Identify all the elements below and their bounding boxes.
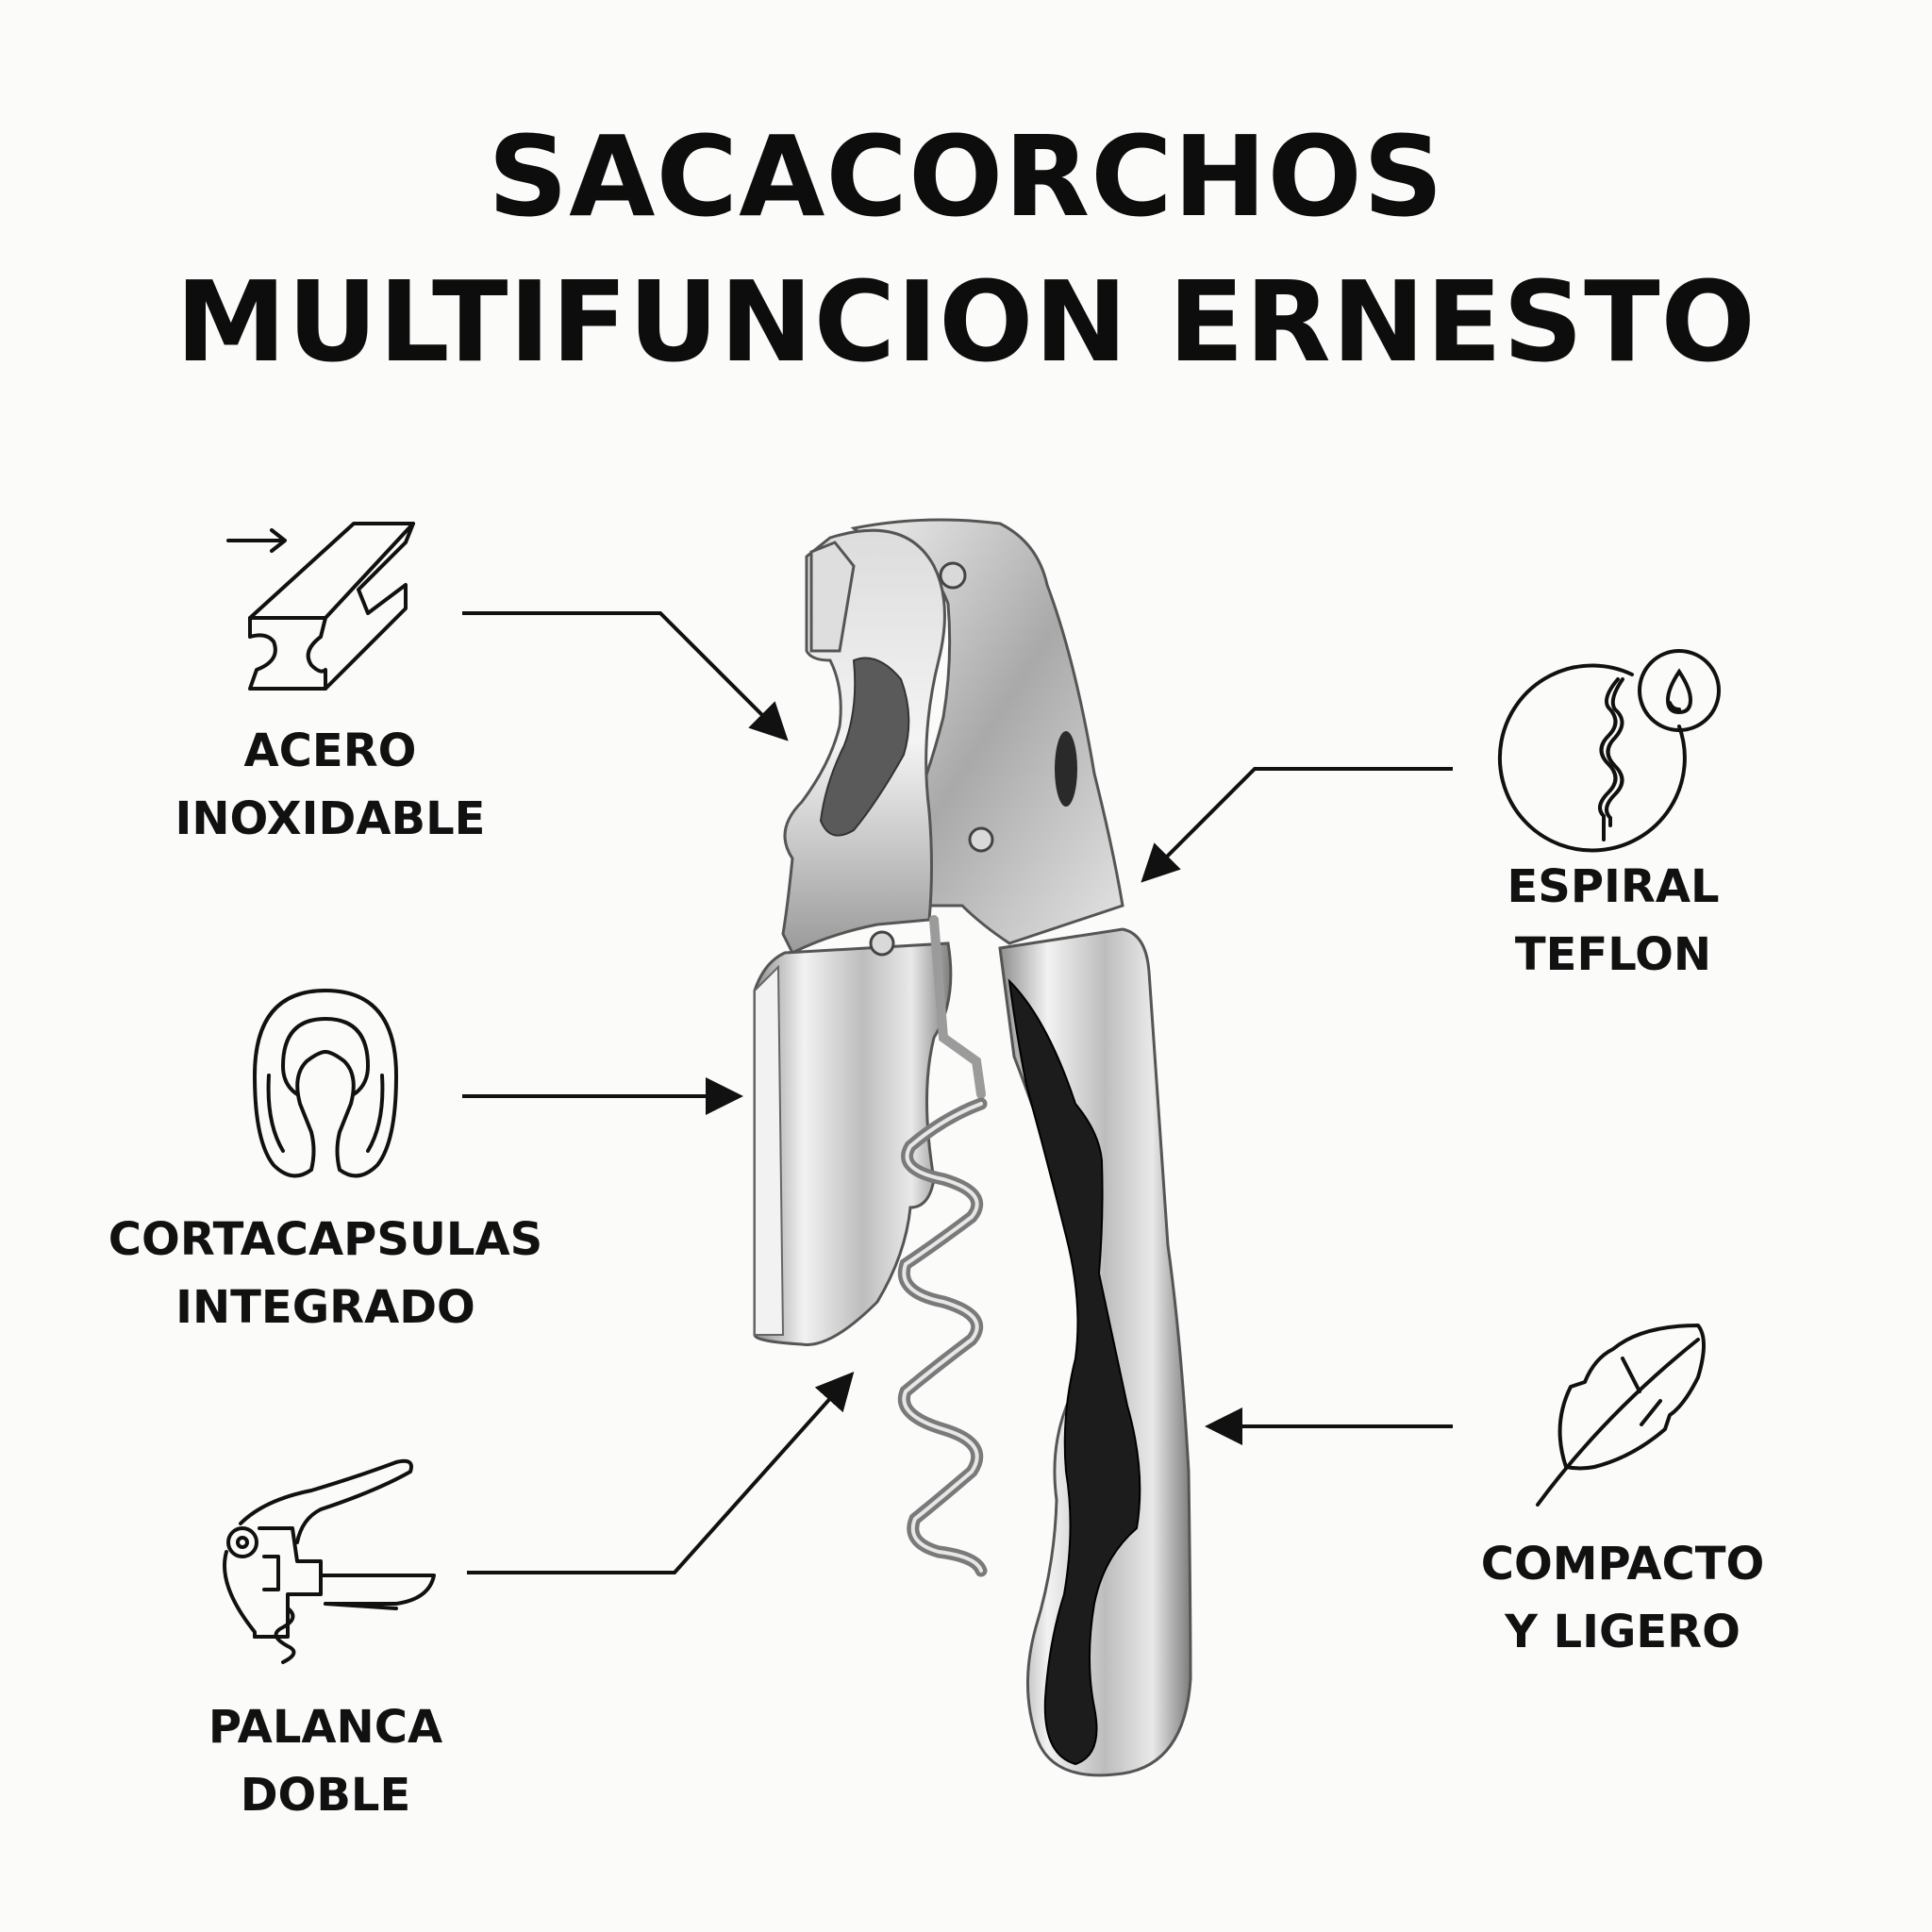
feather-icon [1536,1324,1706,1507]
steel-beam-icon [226,522,415,691]
teflon-spiral-icon [1497,649,1721,853]
feature-label-compacto: COMPACTO Y LIGERO [1443,1530,1802,1666]
foil-blade [754,964,785,1336]
rivet-middle [968,826,994,853]
spiral-worm [898,1097,988,1577]
handle-black-inlay [1008,978,1141,1766]
feature-label-palanca: PALANCA DOBLE [151,1693,500,1829]
feature-palanca-line2: DOBLE [240,1769,411,1822]
feature-cortacapsulas-line1: CORTACAPSULAS [108,1213,543,1266]
feature-label-cortacapsulas: CORTACAPSULAS INTEGRADO [47,1206,604,1341]
feature-espiral-line1: ESPIRAL [1507,860,1720,913]
title-line-1: SACACORCHOS [488,111,1444,242]
feature-compacto-line2: Y LIGERO [1505,1606,1740,1658]
title-line-2: MULTIFUNCION ERNESTO [175,257,1757,387]
corkscrew-product-image [753,518,1192,1777]
feature-espiral-line2: TEFLON [1514,928,1712,981]
feature-acero-line1: ACERO [243,724,417,777]
bottle-opener-hook [819,657,910,837]
foil-cutter-icon [252,988,399,1178]
arrow-acero [462,611,789,741]
side-slot [1055,731,1077,807]
feature-palanca-line1: PALANCA [208,1701,443,1754]
feature-cortacapsulas-line2: INTEGRADO [175,1281,475,1334]
feature-compacto-line1: COMPACTO [1480,1538,1765,1591]
lever-corkscrew-icon [223,1458,436,1664]
arrows [462,611,1453,1574]
rivet-top [939,561,967,590]
worm-shank [929,915,986,1099]
arrow-palanca [467,1372,855,1574]
feature-acero-line2: INOXIDABLE [175,792,486,845]
rivet-lower [869,930,895,957]
arrow-espiral [1141,767,1453,883]
feature-label-espiral: ESPIRAL TEFLON [1453,853,1774,989]
feature-label-acero: ACERO INOXIDABLE [132,717,528,853]
lever-hook-tip [809,541,856,653]
lever-lower [753,941,953,1346]
spiral-worm-highlight [902,1102,983,1573]
